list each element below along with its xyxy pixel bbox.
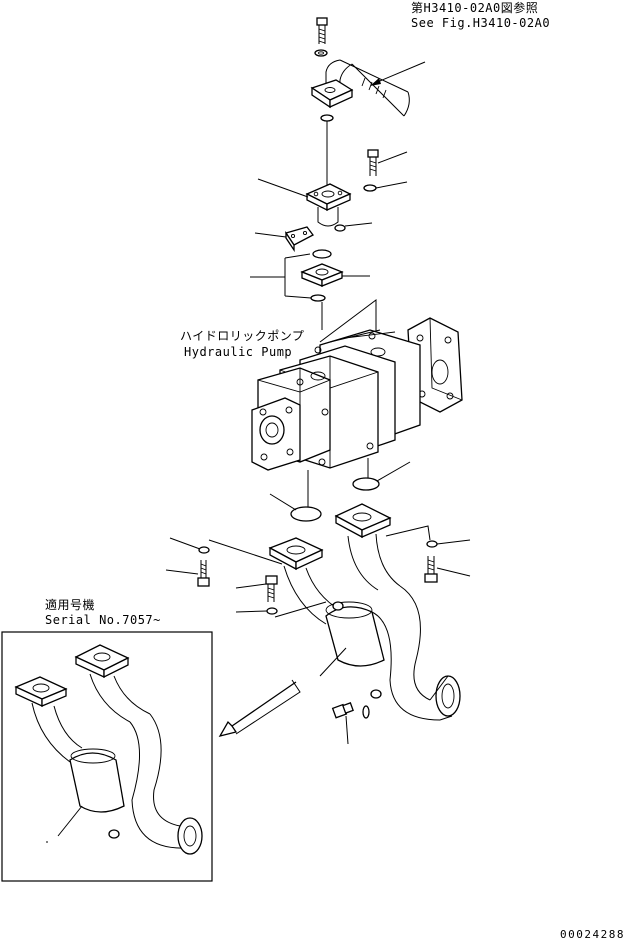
plug-o-ring <box>362 705 370 719</box>
leader-o-ring-right <box>376 461 411 482</box>
leader-side-washer <box>375 181 408 189</box>
figure-reference-english: See Fig.H3410-02A0 <box>411 16 551 30</box>
side-bolt <box>367 149 379 176</box>
spacer-plate <box>300 263 344 287</box>
leader-o-ring-left <box>269 493 297 511</box>
o-ring-middle <box>312 249 332 259</box>
leader-bolt-left-upper <box>165 569 199 575</box>
inset-suction-pipe-assembly <box>14 644 203 855</box>
illustration-number: 00024288 <box>560 928 625 941</box>
top-bolt <box>316 17 328 44</box>
figure-reference-japanese: 第H3410-02A0図参照 <box>411 1 539 15</box>
pump-name-english: Hydraulic Pump <box>184 345 293 359</box>
assembly-lines-left <box>208 539 327 618</box>
reference-pipe <box>325 59 410 117</box>
leader-washer-right <box>436 539 471 545</box>
split-clamp-half <box>284 226 314 253</box>
pump-label-leader <box>319 299 377 343</box>
side-washer <box>363 184 377 192</box>
inset-title: 適用号機 <box>45 598 96 612</box>
inset-serial-label: Serial No.7057~ <box>45 613 161 627</box>
leader-small-washer <box>344 222 373 227</box>
hydraulic-pump <box>251 317 463 471</box>
washer-right <box>426 540 438 548</box>
reference-arrowhead <box>370 78 381 86</box>
washer-left-lower <box>266 607 278 615</box>
leader-split-clamp <box>254 232 287 238</box>
washer-left-upper <box>198 546 210 554</box>
pipe-flange <box>305 183 352 227</box>
leader-plug <box>345 715 349 745</box>
bolt-right <box>424 556 438 583</box>
inset-frame <box>1 631 213 882</box>
reference-leader <box>374 61 426 84</box>
leader-bolt-right <box>436 567 471 577</box>
inset-leader <box>57 805 83 837</box>
o-ring-right <box>352 477 380 491</box>
inset-arrow <box>218 681 297 738</box>
bolt-left-upper <box>197 560 210 587</box>
pump-name-japanese: ハイドロリックポンプ <box>180 329 305 343</box>
o-ring-lower <box>310 294 326 302</box>
o-ring-upper <box>320 114 334 122</box>
inset-arrow-body <box>235 679 301 735</box>
plug <box>331 702 354 719</box>
leader-suction-pipe <box>319 647 347 677</box>
o-ring-left <box>290 506 322 522</box>
assembly-line-right <box>385 525 431 541</box>
small-washer <box>334 224 346 232</box>
leader-washer-left-upper <box>169 537 201 550</box>
leader-washer-left-lower <box>235 610 268 613</box>
leader-side-bolt <box>377 151 408 164</box>
leader-bolt-left-lower <box>235 583 267 589</box>
suction-pipe-assembly <box>268 503 461 721</box>
leader-pipe-flange <box>257 178 309 198</box>
bolt-left-lower <box>265 575 278 602</box>
top-washer <box>314 49 328 57</box>
reference-pipe-flange <box>310 79 354 109</box>
